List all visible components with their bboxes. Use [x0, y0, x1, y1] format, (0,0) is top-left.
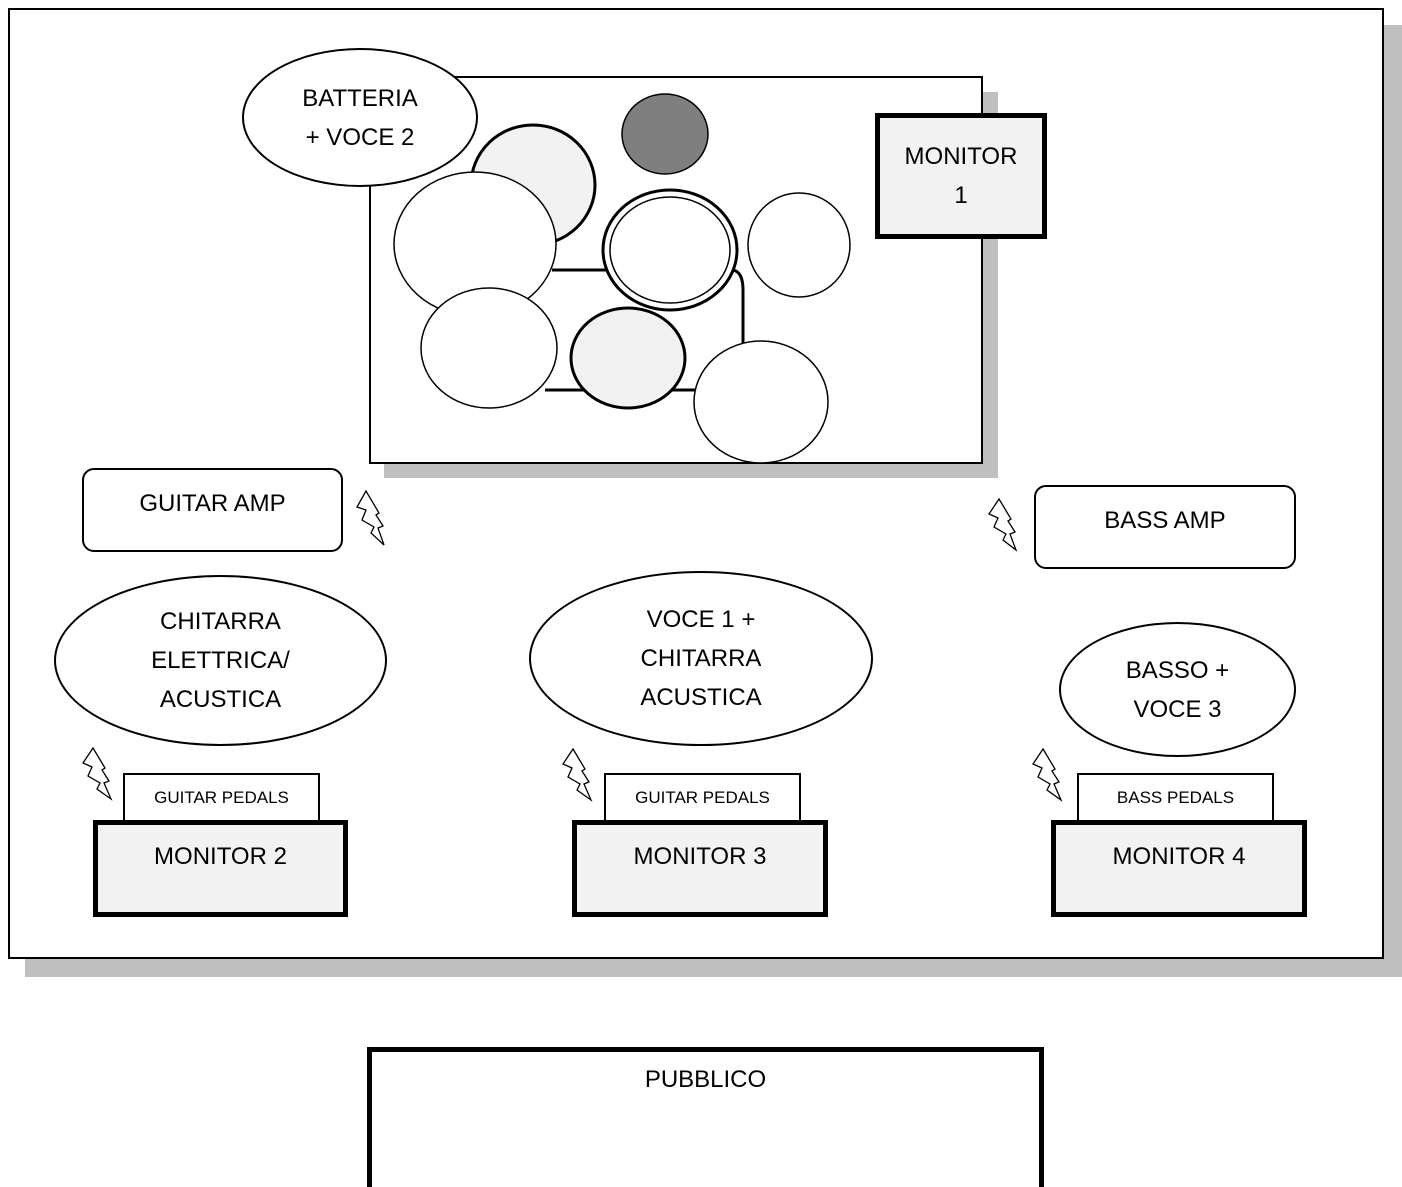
cymbal: [747, 192, 851, 298]
dark-drum: [621, 93, 709, 175]
monitor-3: MONITOR 3: [572, 820, 828, 917]
guitarist-position: CHITARRA ELETTRICA/ ACUSTICA: [54, 575, 387, 746]
snare-drum: [601, 188, 739, 312]
audience-label: PUBBLICO: [644, 1066, 767, 1093]
monitor-4: MONITOR 4: [1051, 820, 1307, 917]
drum-connector-line: [728, 268, 745, 355]
power-outlet-icon: [82, 746, 113, 801]
bassist-position: BASSO + VOCE 3: [1059, 622, 1296, 757]
monitor-1: MONITOR 1: [875, 113, 1047, 239]
lead-singer-position: VOCE 1 + CHITARRA ACUSTICA: [529, 571, 873, 746]
audience-area: PUBBLICO: [367, 1047, 1044, 1187]
guitar-amp: GUITAR AMP: [82, 468, 343, 552]
cymbal: [420, 287, 558, 409]
guitar-pedals-center: GUITAR PEDALS: [604, 773, 801, 823]
floor-tom: [569, 306, 687, 410]
cymbal: [693, 340, 829, 464]
bass-pedals: BASS PEDALS: [1077, 773, 1274, 823]
monitor-2: MONITOR 2: [93, 820, 348, 917]
power-outlet-icon: [356, 489, 385, 546]
power-outlet-icon: [1032, 747, 1063, 802]
bass-amp: BASS AMP: [1034, 485, 1296, 569]
power-outlet-icon: [562, 747, 593, 802]
drummer-label: BATTERIA + VOCE 2: [242, 48, 478, 187]
guitar-pedals-left: GUITAR PEDALS: [123, 773, 320, 823]
power-outlet-icon: [988, 497, 1018, 552]
